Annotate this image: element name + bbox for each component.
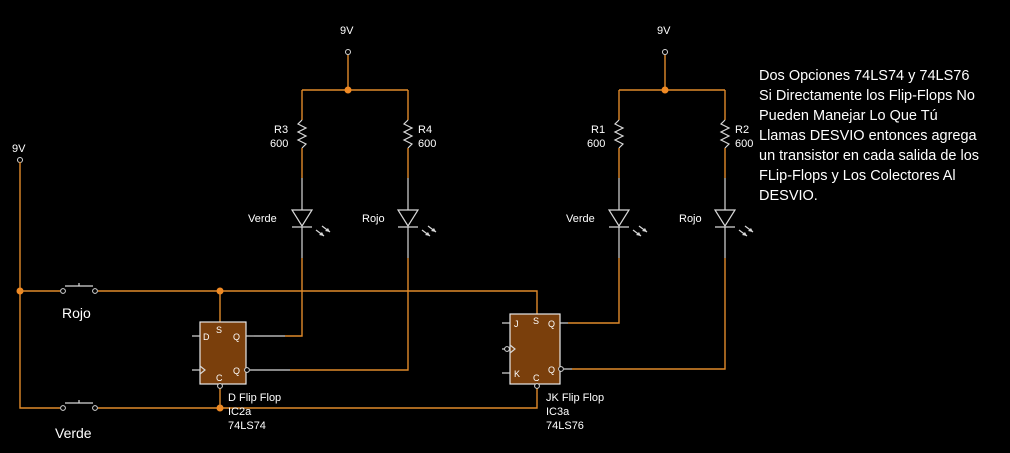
- jk-chip-part: 74LS76: [546, 420, 584, 432]
- resistor-r1-name: R1: [591, 124, 605, 136]
- switch-verde-label: Verde: [55, 425, 92, 441]
- jk-pin-c: C: [533, 373, 540, 383]
- led-verde-left-label: Verde: [248, 213, 277, 225]
- led-verde-right: [607, 209, 648, 237]
- jk-flip-flop: J S Q K C Q: [502, 313, 572, 389]
- resistor-r1-value: 600: [587, 138, 605, 150]
- rojo-wire: [98, 290, 538, 316]
- supply-right-label: 9V: [657, 25, 671, 37]
- jk-pin-k: K: [514, 369, 520, 379]
- resistor-r3: [296, 119, 308, 149]
- supply-left-label: 9V: [12, 143, 26, 155]
- resistor-r2-value: 600: [735, 138, 753, 150]
- supply-left: 9V: [12, 143, 26, 163]
- d-pin-c: C: [216, 373, 223, 383]
- d-chip-ref: IC2a: [228, 406, 252, 418]
- resistor-r4-value: 600: [418, 138, 436, 150]
- verde-wire: [98, 384, 538, 409]
- jk-pin-s: S: [533, 316, 539, 326]
- supply-middle-label: 9V: [340, 25, 354, 37]
- d-pin-q: Q: [233, 332, 240, 342]
- led-rojo-right-label: Rojo: [679, 213, 702, 225]
- switch-rojo[interactable]: [60, 283, 98, 294]
- jk-pin-qbar: Q: [548, 365, 555, 375]
- resistor-r3-value: 600: [270, 138, 288, 150]
- led-rojo-left-label: Rojo: [362, 213, 385, 225]
- d-chip-part: 74LS74: [228, 420, 266, 432]
- led-verde-left: [290, 209, 331, 237]
- led-verde-right-label: Verde: [566, 213, 595, 225]
- jk-pin-q: Q: [548, 319, 555, 329]
- d-pin-d: D: [203, 332, 210, 342]
- resistor-r2-name: R2: [735, 124, 749, 136]
- d-pin-s: S: [216, 325, 222, 335]
- supply-middle: 9V: [340, 25, 354, 55]
- d-pin-qbar: Q: [233, 366, 240, 376]
- jk-chip-type: JK Flip Flop: [546, 392, 604, 404]
- jk-chip-ref: IC3a: [546, 406, 570, 418]
- left-rail-wire: [19, 162, 60, 409]
- d-chip-type: D Flip Flop: [228, 392, 281, 404]
- resistor-r3-name: R3: [274, 124, 288, 136]
- switch-verde[interactable]: [60, 400, 98, 411]
- switch-rojo-label: Rojo: [62, 305, 91, 321]
- led-rojo-left: [396, 209, 437, 237]
- resistor-r4-name: R4: [418, 124, 432, 136]
- annotation-note: Dos Opciones 74LS74 y 74LS76 Si Directam…: [759, 68, 980, 204]
- resistor-r2: [719, 119, 731, 149]
- resistor-r1: [613, 119, 625, 149]
- led-rojo-right: [713, 209, 754, 237]
- resistor-r4: [402, 119, 414, 149]
- jk-pin-j: J: [514, 319, 519, 329]
- supply-right: 9V: [657, 25, 671, 55]
- d-flip-flop: D S Q Q C: [192, 321, 290, 389]
